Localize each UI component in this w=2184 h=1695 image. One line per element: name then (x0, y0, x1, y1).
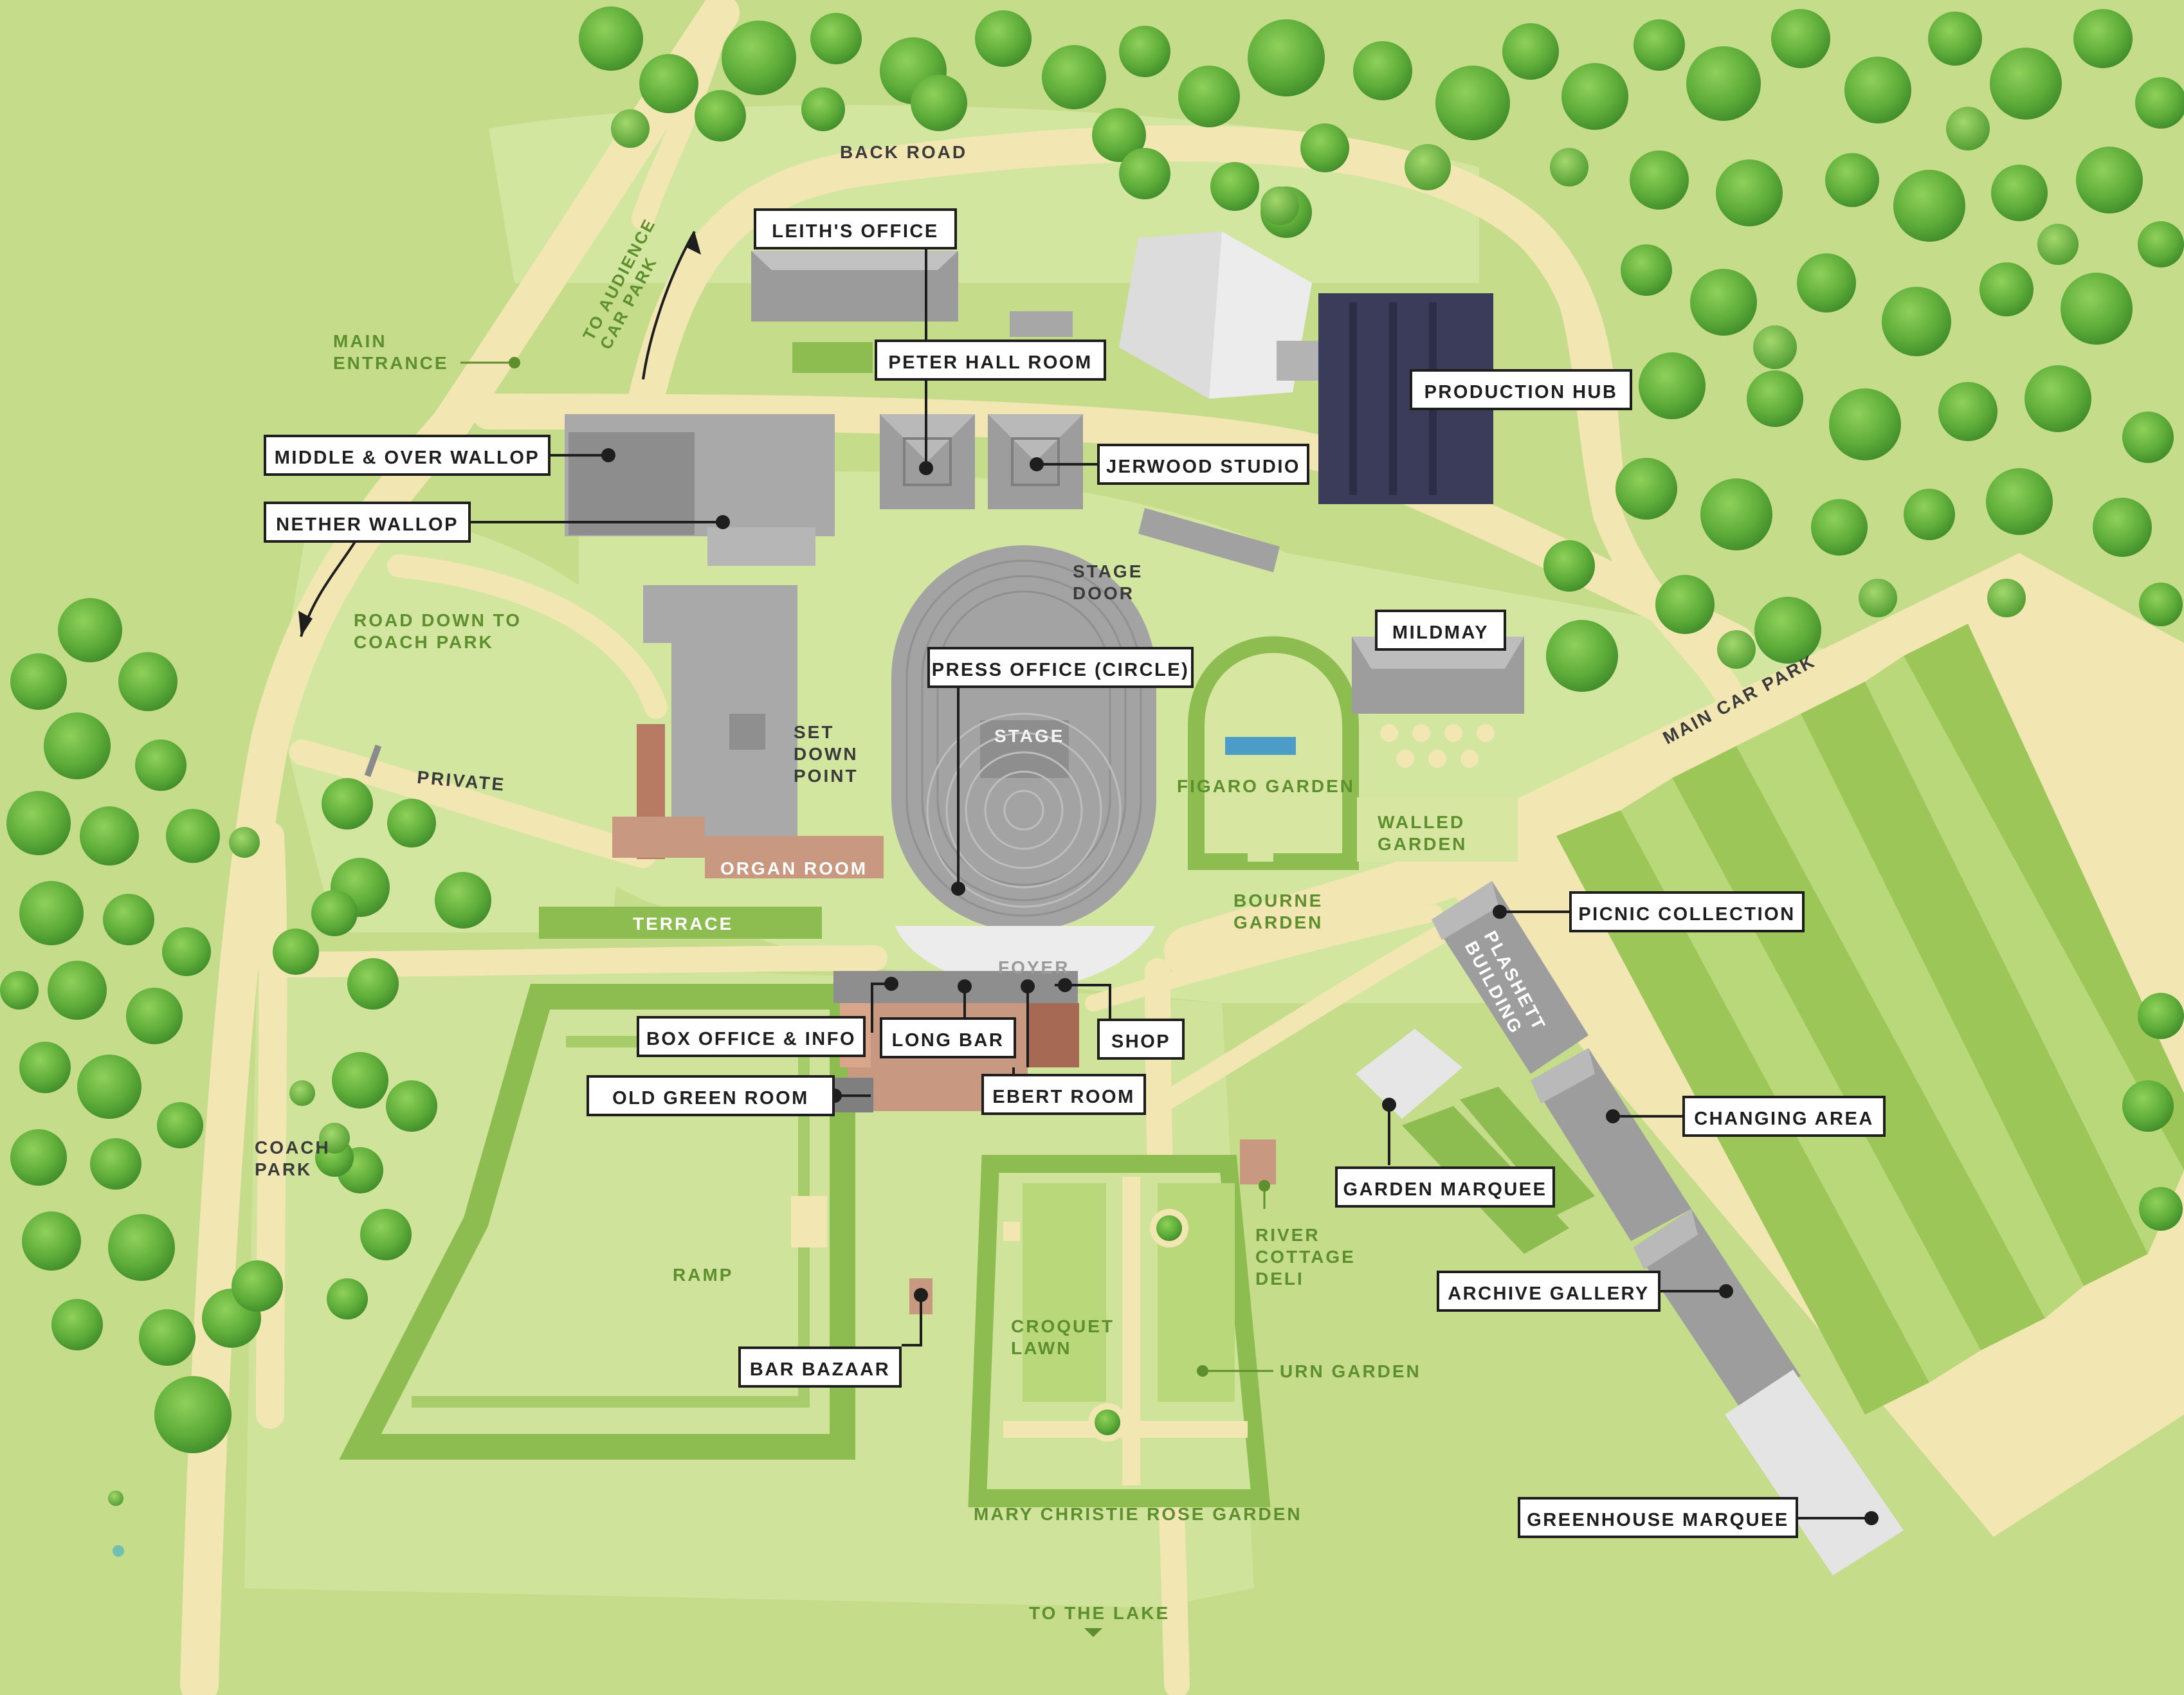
stage-door-label: STAGE DOOR (1073, 561, 1143, 604)
bourne-garden-label: BOURNE GARDEN (1233, 890, 1323, 934)
mildmay-callout[interactable]: MILDMAY (1375, 610, 1506, 651)
road-down (387, 554, 668, 719)
walled-garden-line-2: GARDEN (1378, 834, 1468, 854)
changing-area-building (1531, 1048, 1691, 1241)
garden-marquee-callout[interactable]: GARDEN MARQUEE (1335, 1166, 1555, 1208)
ramp-label: RAMP (673, 1265, 734, 1285)
greenhouse-marquee-callout[interactable]: GREENHOUSE MARQUEE (1518, 1497, 1798, 1538)
croquet-lawn-label: CROQUET LAWN (1011, 1316, 1115, 1359)
private-road (289, 739, 656, 868)
changing-area-callout[interactable]: CHANGING AREA (1682, 1096, 1886, 1137)
coach-park-line-1: COACH (255, 1138, 331, 1157)
figaro-garden-label: FIGARO GARDEN (1177, 776, 1355, 796)
organ-room (705, 836, 884, 878)
jerwood-studio-callout[interactable]: JERWOOD STUDIO (1097, 444, 1309, 485)
terrace-strip (539, 907, 822, 939)
main-drive (180, 0, 740, 1695)
picnic-collection-callout[interactable]: PICNIC COLLECTION (1569, 891, 1805, 932)
main-house (643, 585, 797, 862)
leader-dots (601, 448, 1879, 1525)
walled-garden (1357, 797, 1518, 862)
coach-park-road (256, 822, 287, 1429)
main-entrance-line-1: MAIN (333, 331, 387, 351)
production-hub-callout[interactable]: PRODUCTION HUB (1410, 369, 1632, 410)
terrace-label: TERRACE (633, 914, 734, 934)
main-car-park (1415, 553, 2184, 1537)
greenhouse-marquee-building (1725, 1370, 1904, 1575)
peter-hall-room-callout[interactable]: PETER HALL ROOM (875, 340, 1106, 381)
garden-marquee-building (1356, 1029, 1462, 1119)
stage-label: STAGE (994, 726, 1065, 746)
walled-garden-label: WALLED GARDEN (1378, 811, 1467, 855)
bar-bazaar-callout[interactable]: BAR BAZAAR (738, 1346, 902, 1388)
coach-park-label: COACH PARK (255, 1137, 331, 1181)
press-office-callout[interactable]: PRESS OFFICE (CIRCLE) (927, 647, 1194, 688)
to-the-lake-arrow (1084, 1628, 1102, 1637)
back-road-east (1516, 217, 1751, 722)
coach-park-line-2: PARK (255, 1159, 313, 1179)
set-down-line-1: SET (794, 722, 835, 742)
back-road-label: BACK ROAD (840, 142, 968, 162)
bourne-garden-line-2: GARDEN (1233, 912, 1324, 932)
shop-callout[interactable]: SHOP (1097, 1019, 1185, 1060)
stage-block (980, 720, 1069, 778)
river-cottage-line-3: DELI (1255, 1269, 1304, 1289)
croquet-lawn-line-1: CROQUET (1011, 1316, 1115, 1336)
box-office-callout[interactable]: BOX OFFICE & INFO (637, 1016, 866, 1057)
road-down-to-coach-park-label: ROAD DOWN TO COACH PARK (354, 610, 522, 653)
terrace-path (257, 945, 887, 977)
main-entrance-line-2: ENTRANCE (333, 353, 449, 373)
mary-christie-rose-garden-label: MARY CHRISTIE ROSE GARDEN (974, 1504, 1302, 1524)
organ-room-label: ORGAN ROOM (720, 858, 868, 878)
plashett-building (1432, 881, 1588, 1074)
nether-wallop-callout[interactable]: NETHER WALLOP (264, 502, 471, 543)
croquet-lawn-line-2: LAWN (1011, 1338, 1072, 1358)
trees (0, 6, 2184, 1506)
middle-over-wallop-callout[interactable]: MIDDLE & OVER WALLOP (264, 435, 551, 476)
road-down-line-2: COACH PARK (354, 632, 494, 652)
long-bar-callout[interactable]: LONG BAR (880, 1017, 1016, 1058)
set-down-point-label: SET DOWN POINT (794, 721, 859, 787)
to-audience-car-park (632, 1, 732, 230)
garden-path-2 (1085, 905, 1442, 1011)
foyer-label: FOYER (998, 957, 1070, 977)
archive-gallery-callout[interactable]: ARCHIVE GALLERY (1437, 1271, 1661, 1312)
main-entrance-label: MAIN ENTRANCE (333, 331, 449, 374)
ebert-room-building (1026, 1003, 1079, 1067)
bourne-garden-line-1: BOURNE (1233, 891, 1324, 911)
stage-door-line-1: STAGE (1073, 561, 1143, 581)
river-cottage-line-1: RIVER (1255, 1225, 1320, 1245)
garden-path-1 (1148, 903, 1489, 1116)
walled-garden-line-1: WALLED (1378, 812, 1466, 832)
set-down-line-3: POINT (794, 766, 859, 786)
urn-garden-label: URN GARDEN (1280, 1361, 1421, 1381)
leiths-office-callout[interactable]: LEITH'S OFFICE (754, 208, 957, 249)
set-down-line-2: DOWN (794, 744, 859, 764)
old-green-room-callout[interactable]: OLD GREEN ROOM (587, 1075, 835, 1116)
river-cottage-line-2: COTTAGE (1255, 1247, 1356, 1267)
river-cottage-deli-building (1240, 1139, 1276, 1184)
figaro-pool (1225, 737, 1296, 755)
river-cottage-deli-label: RIVER COTTAGE DELI (1255, 1224, 1356, 1290)
archive-gallery-building (1633, 1209, 1801, 1412)
to-the-lake-label: TO THE LAKE (1029, 1603, 1170, 1623)
road-down-line-1: ROAD DOWN TO (354, 610, 522, 630)
ebert-room-callout[interactable]: EBERT ROOM (981, 1074, 1146, 1115)
stage-door-line-2: DOOR (1073, 583, 1134, 603)
